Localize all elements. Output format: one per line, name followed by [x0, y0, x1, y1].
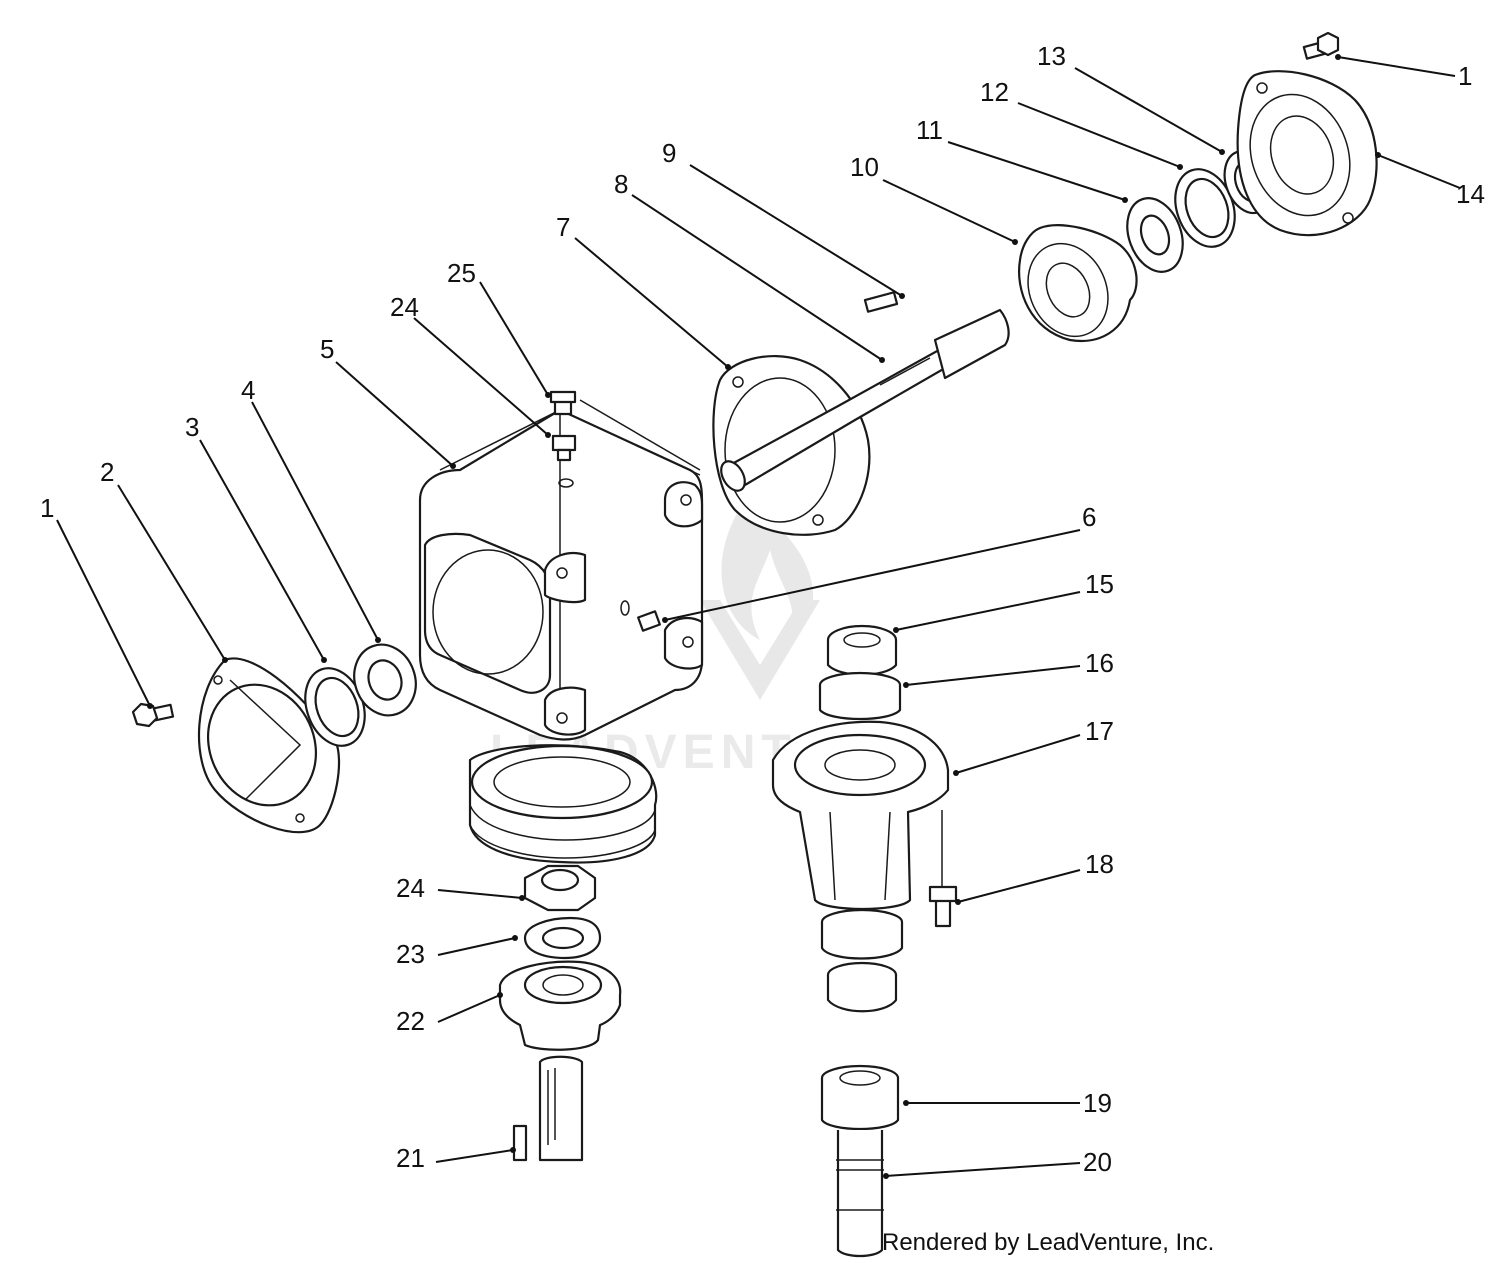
callout-numbers: 1 1 2 3 4 5 6 7 8 9 10 11 12 13 14 15 16… [40, 41, 1485, 1177]
bearing-cup-right [1174, 168, 1236, 248]
hub-lower [498, 960, 622, 1051]
callout-17: 17 [1085, 716, 1114, 746]
output-shaft [538, 1055, 584, 1162]
callout-22: 22 [396, 1006, 425, 1036]
bottom-flange-gaskets [468, 744, 658, 864]
callout-12: 12 [980, 77, 1009, 107]
bearing-cone-left [353, 643, 417, 717]
bolt-left [131, 702, 175, 728]
spindle-housing [771, 720, 950, 911]
callout-11: 11 [916, 115, 943, 145]
callout-15: 15 [1085, 569, 1114, 599]
leader-dots [147, 54, 1381, 1179]
bearing-lower-pair [820, 908, 904, 1013]
callout-3: 3 [185, 412, 199, 442]
callout-19: 19 [1083, 1088, 1112, 1118]
bolt-spindle [928, 885, 958, 928]
callout-2: 2 [100, 457, 114, 487]
spindle-shaft [836, 1130, 884, 1258]
input-shaft [720, 308, 1010, 492]
leader-lines [56, 56, 1461, 1177]
callout-21: 21 [396, 1143, 425, 1173]
callout-24-lower: 24 [396, 873, 425, 903]
bearing-cone-upper [826, 624, 898, 676]
seal-carrier [1018, 224, 1138, 343]
callout-25: 25 [447, 258, 476, 288]
callout-13: 13 [1037, 41, 1066, 71]
lock-washer [523, 916, 602, 960]
callout-23: 23 [396, 939, 425, 969]
bolt-right [1302, 31, 1340, 60]
callout-5: 5 [320, 334, 334, 364]
callout-8: 8 [614, 169, 628, 199]
gearbox-housing [418, 408, 704, 741]
end-cap-right [1236, 70, 1378, 237]
castle-nut [523, 864, 597, 912]
callout-6: 6 [1082, 502, 1096, 532]
callout-1-left: 1 [40, 493, 54, 523]
ball-bearing [820, 1064, 900, 1131]
callout-10: 10 [850, 152, 879, 182]
callout-1-right: 1 [1458, 61, 1472, 91]
callout-18: 18 [1085, 849, 1114, 879]
bearing-cup-left [304, 667, 366, 747]
callout-4: 4 [241, 375, 255, 405]
bearing-cone-right [1126, 197, 1184, 273]
render-credit: Rendered by LeadVenture, Inc. [882, 1229, 1214, 1256]
breather-top [549, 390, 577, 416]
plug-side [637, 610, 661, 632]
callout-20: 20 [1083, 1147, 1112, 1177]
callout-9: 9 [662, 138, 676, 168]
shaft-key-lower [512, 1124, 528, 1162]
end-cover-left [197, 657, 341, 834]
nut-top [551, 434, 577, 462]
shaft-key [863, 291, 899, 313]
callout-24-upper: 24 [390, 292, 419, 322]
bearing-cup-upper [818, 671, 902, 721]
callout-14: 14 [1456, 179, 1485, 209]
callout-7: 7 [556, 212, 570, 242]
callout-16: 16 [1085, 648, 1114, 678]
